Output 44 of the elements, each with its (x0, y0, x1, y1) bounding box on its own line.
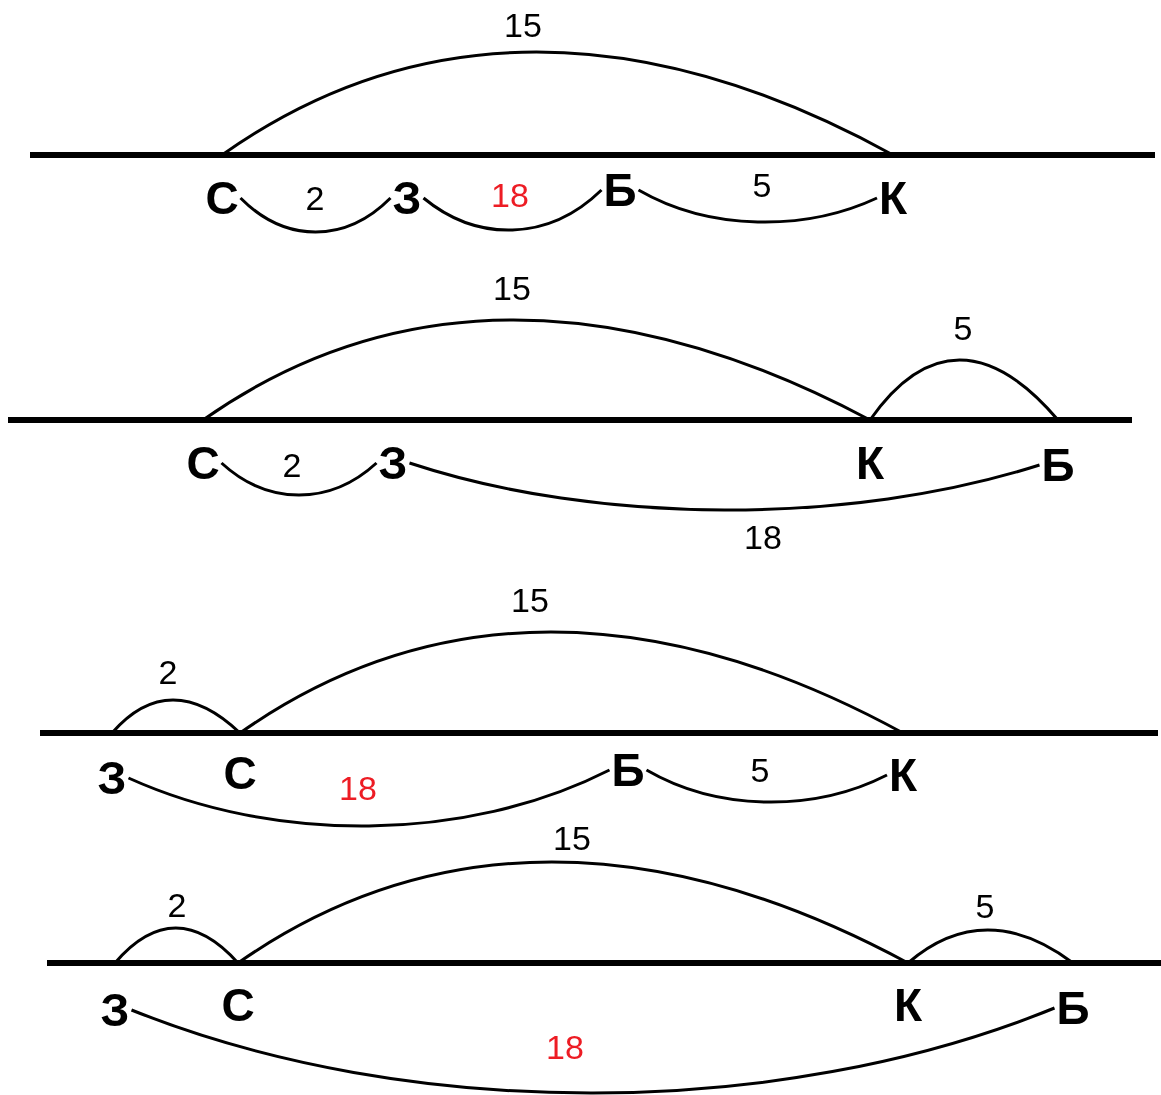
arc-connector (409, 461, 1040, 512)
point-letter: Б (1041, 442, 1075, 488)
arc-connector (239, 196, 392, 234)
point-letter: З (378, 440, 408, 486)
distance-label: 2 (305, 181, 325, 215)
distance-label: 5 (953, 311, 973, 345)
point-letter: З (100, 987, 130, 1033)
point-letter: Б (611, 747, 645, 793)
distance-label: 15 (553, 821, 591, 855)
point-letter: С (186, 440, 220, 486)
arc-connector (637, 188, 878, 224)
distance-label: 2 (167, 888, 187, 922)
distance-label: 2 (282, 448, 302, 482)
arc-connector (645, 768, 888, 804)
distance-label: 2 (158, 655, 178, 689)
arc-connector (422, 188, 603, 232)
distance-label: 18 (546, 1030, 584, 1064)
point-letter: К (855, 440, 885, 486)
arc-connector (131, 1006, 1055, 1095)
point-letter: К (888, 752, 918, 798)
distance-label: 5 (752, 168, 772, 202)
distance-label: 18 (491, 178, 529, 212)
arc-connector (237, 860, 909, 965)
point-letter: К (893, 982, 923, 1028)
distance-label: 18 (744, 520, 782, 554)
distance-label: 15 (504, 8, 542, 42)
arc-connector (127, 768, 611, 828)
point-letter: К (878, 175, 908, 221)
arc-connector (221, 50, 894, 157)
point-letter: С (221, 982, 255, 1028)
point-letter: Б (1056, 985, 1090, 1031)
point-letter: Б (603, 167, 637, 213)
distance-label: 15 (493, 271, 531, 305)
distance-label: 15 (511, 583, 549, 617)
point-letter: С (223, 750, 257, 796)
point-letter: З (392, 175, 422, 221)
point-letter: С (205, 175, 239, 221)
point-letter: З (97, 755, 127, 801)
arc-connector (220, 461, 378, 497)
distance-label: 5 (750, 753, 770, 787)
distance-label: 5 (975, 889, 995, 923)
arc-connector (239, 630, 904, 735)
distance-label: 18 (339, 771, 377, 805)
arc-connector (202, 318, 871, 422)
